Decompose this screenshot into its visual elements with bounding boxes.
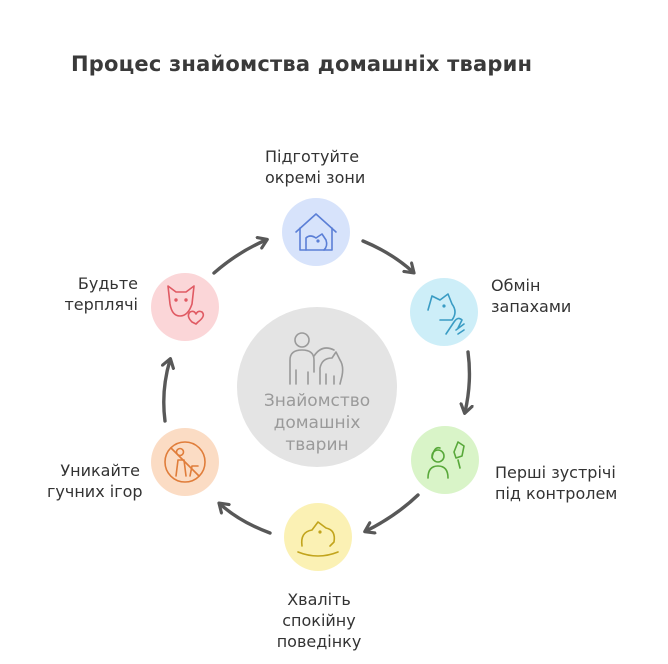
arrow-3-to-4: [366, 493, 420, 531]
arrow-2-to-3: [465, 350, 469, 412]
step-node-4: [284, 503, 352, 571]
step-circle: [410, 278, 478, 346]
step-label-6: Будьте терплячі: [64, 274, 138, 314]
step-label-2: Обмін запахами: [491, 276, 572, 316]
center-label: Знайомство домашніх тварин: [263, 391, 371, 455]
cycle-arrows: [164, 239, 470, 535]
hand-sniffing-dog-icon: [427, 293, 465, 335]
arrow-4-to-5: [220, 504, 272, 535]
diagram-title: Процес знайомства домашніх тварин: [71, 52, 533, 76]
step-node-2: [410, 278, 478, 346]
no-loud-play-icon: [164, 441, 206, 483]
center-circle: [237, 307, 397, 467]
center-node: [237, 307, 397, 467]
step-node-6: [151, 273, 219, 341]
arrow-6-to-1: [212, 240, 266, 275]
arrow-5-to-6: [164, 360, 170, 423]
step-circle: [411, 426, 479, 494]
step-circle: [282, 198, 350, 266]
calm-dog-icon: [297, 521, 339, 557]
step-label-5: Уникайте гучних ігор: [47, 461, 143, 501]
pet-house-icon: [295, 213, 337, 251]
arrow-1-to-2: [361, 239, 413, 272]
step-circle: [284, 503, 352, 571]
step-label-1: Підготуйте окремі зони: [265, 147, 366, 187]
step-node-1: [282, 198, 350, 266]
step-label-3: Перші зустрічі під контролем: [495, 463, 618, 503]
step-label-4: Хваліть спокійну поведінку: [276, 590, 362, 651]
step-node-5: [151, 428, 219, 496]
step-node-3: [411, 426, 479, 494]
step-circle: [151, 273, 219, 341]
cat-with-heart-icon: [167, 285, 205, 325]
person-with-pet-icon: [289, 332, 344, 385]
person-and-pet-icon: [427, 441, 465, 479]
